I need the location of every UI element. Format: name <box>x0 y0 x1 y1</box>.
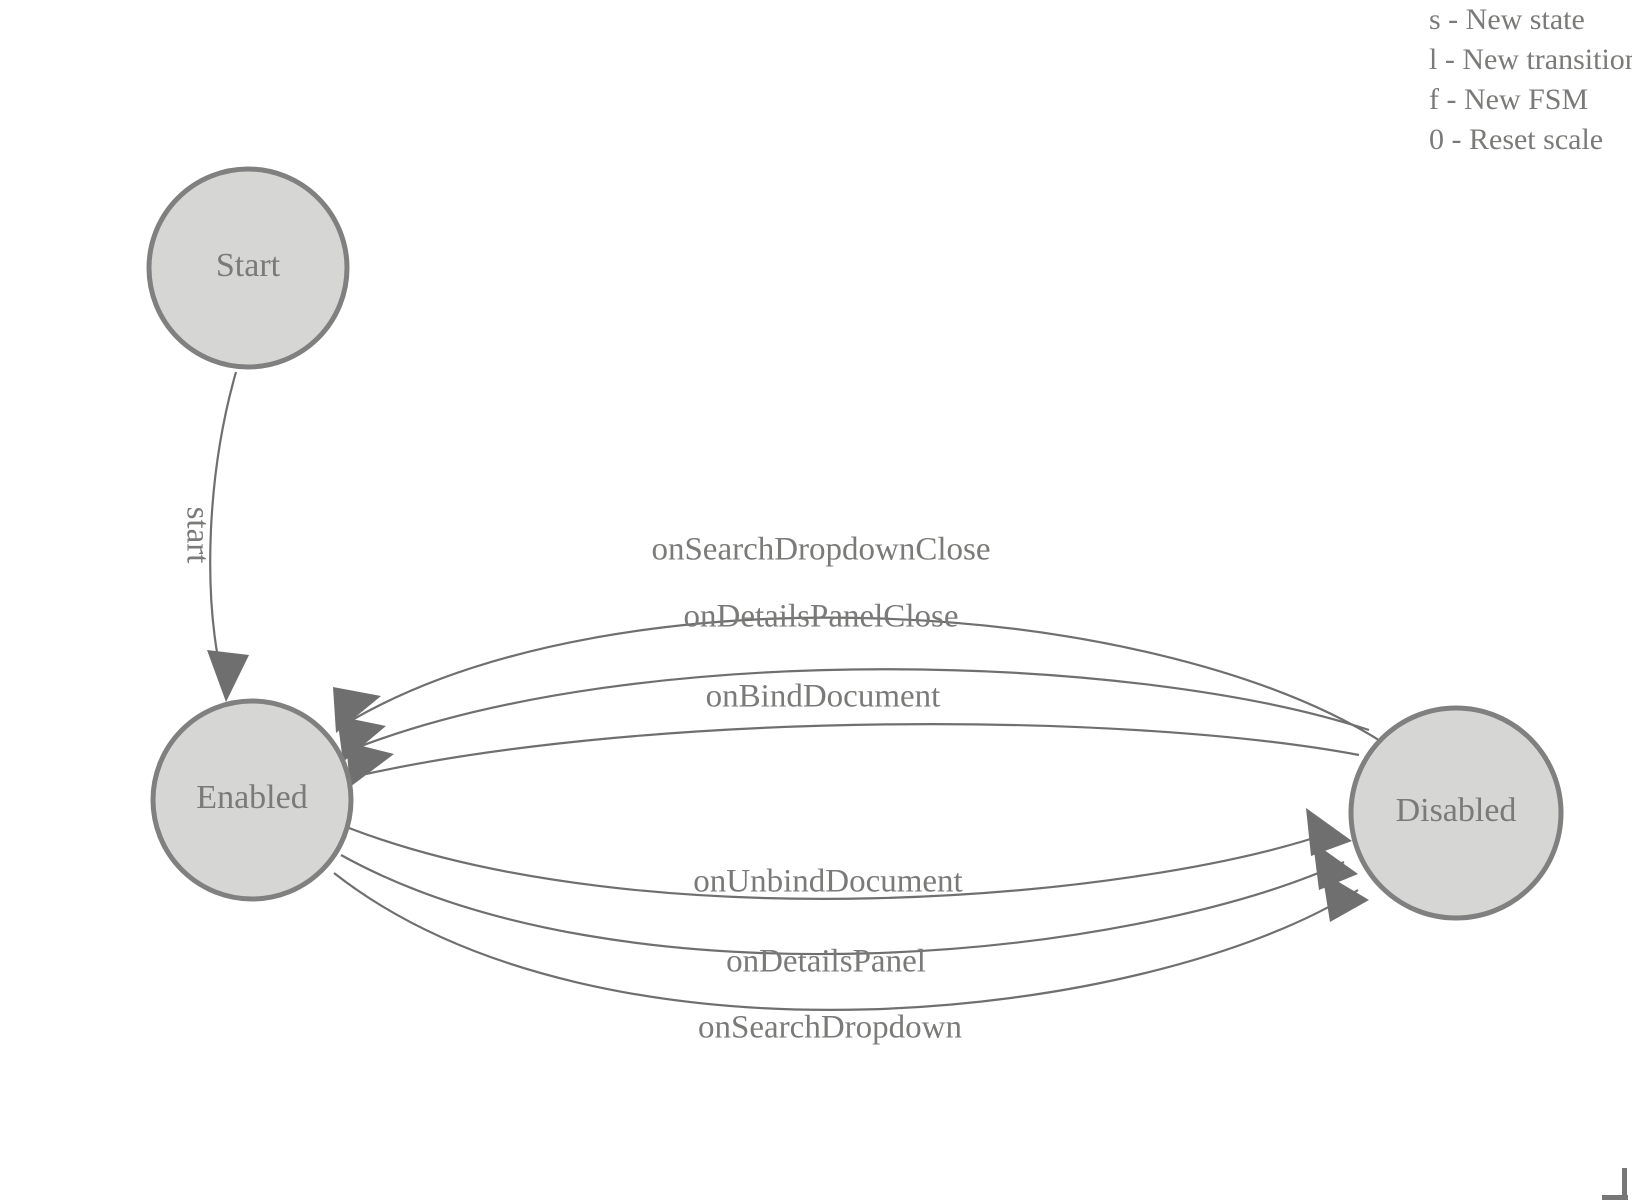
edge-enabled-to-disabled-unbinddocument[interactable] <box>348 808 1352 900</box>
edge-path-start[interactable] <box>209 371 238 679</box>
edge-path-onDetailsPanelClose[interactable] <box>355 668 1370 750</box>
edge-path-onSearchDropdownClose[interactable] <box>351 616 1383 743</box>
edge-path-onDetailsPanel[interactable] <box>340 854 1345 956</box>
edge-label-onDetailsPanelClose: onDetailsPanelClose <box>684 599 959 635</box>
state-node-enabled-label: Enabled <box>196 779 307 816</box>
state-node-disabled-label: Disabled <box>1396 792 1517 829</box>
edge-label-onDetailsPanel: onDetailsPanel <box>726 944 926 980</box>
edge-label-onBindDocument: onBindDocument <box>706 679 941 715</box>
edge-path-onUnbindDocument[interactable] <box>348 826 1333 900</box>
edge-path-onBindDocument[interactable] <box>365 723 1360 776</box>
edge-disabled-to-enabled-binddocument[interactable] <box>346 723 1360 787</box>
state-node-disabled-circle[interactable] <box>1348 705 1564 921</box>
edge-label-start: start <box>179 507 215 564</box>
state-node-start-circle[interactable] <box>146 166 350 370</box>
edge-arrowhead-onBindDocument <box>346 742 394 787</box>
edge-arrowhead-onSearchDropdown <box>1322 872 1369 922</box>
edge-label-onUnbindDocument: onUnbindDocument <box>693 864 962 900</box>
state-node-start-label: Start <box>216 247 281 284</box>
edge-label-onSearchDropdownClose: onSearchDropdownClose <box>651 532 990 568</box>
edge-arrowhead-onUnbindDocument <box>1306 808 1352 856</box>
state-node-start[interactable]: Start <box>146 166 350 370</box>
edge-path-onSearchDropdown[interactable] <box>333 872 1359 1011</box>
edge-enabled-to-disabled-searchdropdown[interactable] <box>333 872 1369 1011</box>
edge-label-onSearchDropdown: onSearchDropdown <box>698 1010 962 1046</box>
edge-start-to-enabled[interactable] <box>207 371 249 702</box>
state-node-enabled-circle[interactable] <box>150 698 354 902</box>
state-node-disabled[interactable]: Disabled <box>1348 705 1564 921</box>
edge-arrowhead-start <box>207 650 249 702</box>
state-node-enabled[interactable]: Enabled <box>150 698 354 902</box>
